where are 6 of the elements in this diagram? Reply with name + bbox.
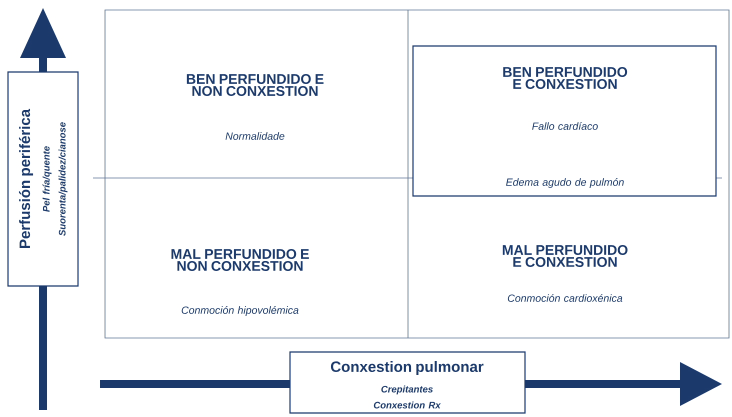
quadrant-label: BEN PERFUNDIDO E NON CONXESTION Normalidade (186, 74, 324, 140)
quadrant-label: MAL PERFUNDIDO E CONXESTION Conmoción cardioxénica (502, 245, 628, 302)
axis-label-box: Conxestion pulmonar Crepitantes Conxestion Rx (289, 351, 526, 414)
axis-label-box: Perfusión periférica Pel fría/quente Suorenta/palidez/cianose (7, 71, 79, 287)
quadrant-box: BEN PERFUNDIDO E CONXESTION Fallo cardíaco Edema agudo de pulmón (412, 45, 717, 197)
quadrant-label: MAL PERFUNDIDO E NON CONXESTION Conmoción hipovolémica (172, 249, 309, 316)
